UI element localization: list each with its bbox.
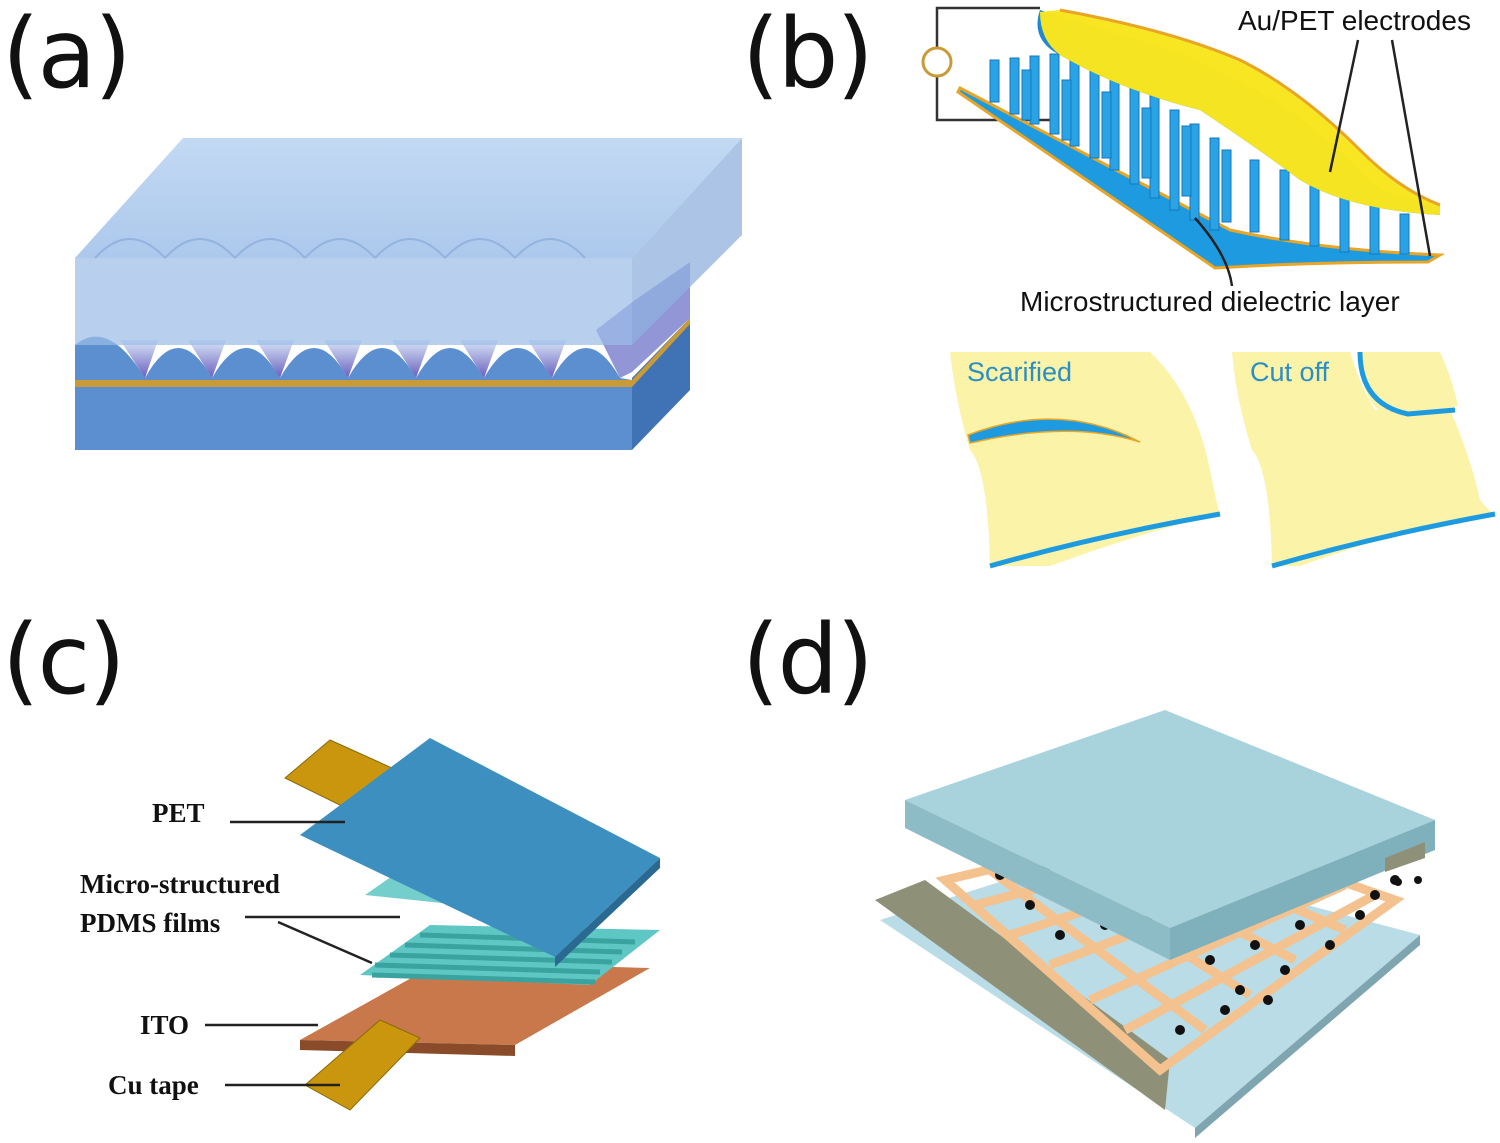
electrodes-leader [1328, 39, 1432, 257]
cutoff-sheet [1232, 352, 1495, 566]
top-plate-front [905, 800, 1170, 960]
cutoff-label: Cut off [1250, 357, 1330, 387]
pdms-label-line1: Micro-structured [80, 869, 280, 899]
microstructure-bumps [75, 336, 632, 380]
top-plate [905, 710, 1435, 928]
panel-b-device: Au/PET electrodes Microstructured dielec… [921, 5, 1496, 569]
gold-film [75, 318, 690, 387]
top-electrode-gold-face [1040, 10, 1440, 215]
cutoff-edge [1271, 511, 1496, 569]
scarified-edge [989, 511, 1221, 569]
panel-d-device [875, 710, 1435, 1138]
electrodes-label: Au/PET electrodes [1238, 5, 1471, 36]
scarified-label: Scarified [967, 357, 1072, 387]
substrate-front-face [75, 385, 632, 450]
dielectric-leader [1194, 217, 1234, 287]
cut-piece-edge [1357, 351, 1456, 417]
top-electrode-edge [1059, 8, 1441, 207]
panel-d-label: (d) [742, 604, 874, 716]
glass-top-face [75, 138, 742, 258]
panel-a-device [75, 138, 742, 450]
meter-icon [921, 46, 953, 78]
bottom-plate-edge [1195, 935, 1420, 1138]
substrate-right-face [632, 318, 690, 450]
cu-tape-bottom [304, 1019, 421, 1111]
panel-c-label: (c) [2, 604, 126, 716]
top-plate-side [1170, 820, 1435, 960]
dielectric-label: Microstructured dielectric layer [1020, 286, 1400, 317]
glass-right-face [632, 138, 742, 345]
cu-tape-label: Cu tape [108, 1070, 199, 1100]
pet-label: PET [152, 798, 205, 828]
pdms-leader [245, 915, 400, 965]
panel-a-label: (a) [2, 0, 132, 110]
pet-edge [555, 858, 660, 967]
panel-c-device: PET Micro-structured PDMS films ITO Cu t… [80, 738, 660, 1111]
glass-front-face [75, 258, 632, 345]
pet-layer [300, 738, 660, 957]
top-electrode-tab [1385, 842, 1425, 872]
glass-inner-ridges [94, 238, 586, 259]
pdms-label-line2: PDMS films [80, 908, 220, 938]
scarified-sheet [950, 352, 1220, 566]
gray-electrode [875, 880, 1170, 1110]
ito-label: ITO [140, 1010, 189, 1040]
pdms-ridges [371, 932, 636, 985]
panel-b-label: (b) [742, 0, 874, 110]
scratch-mark [967, 418, 1141, 444]
